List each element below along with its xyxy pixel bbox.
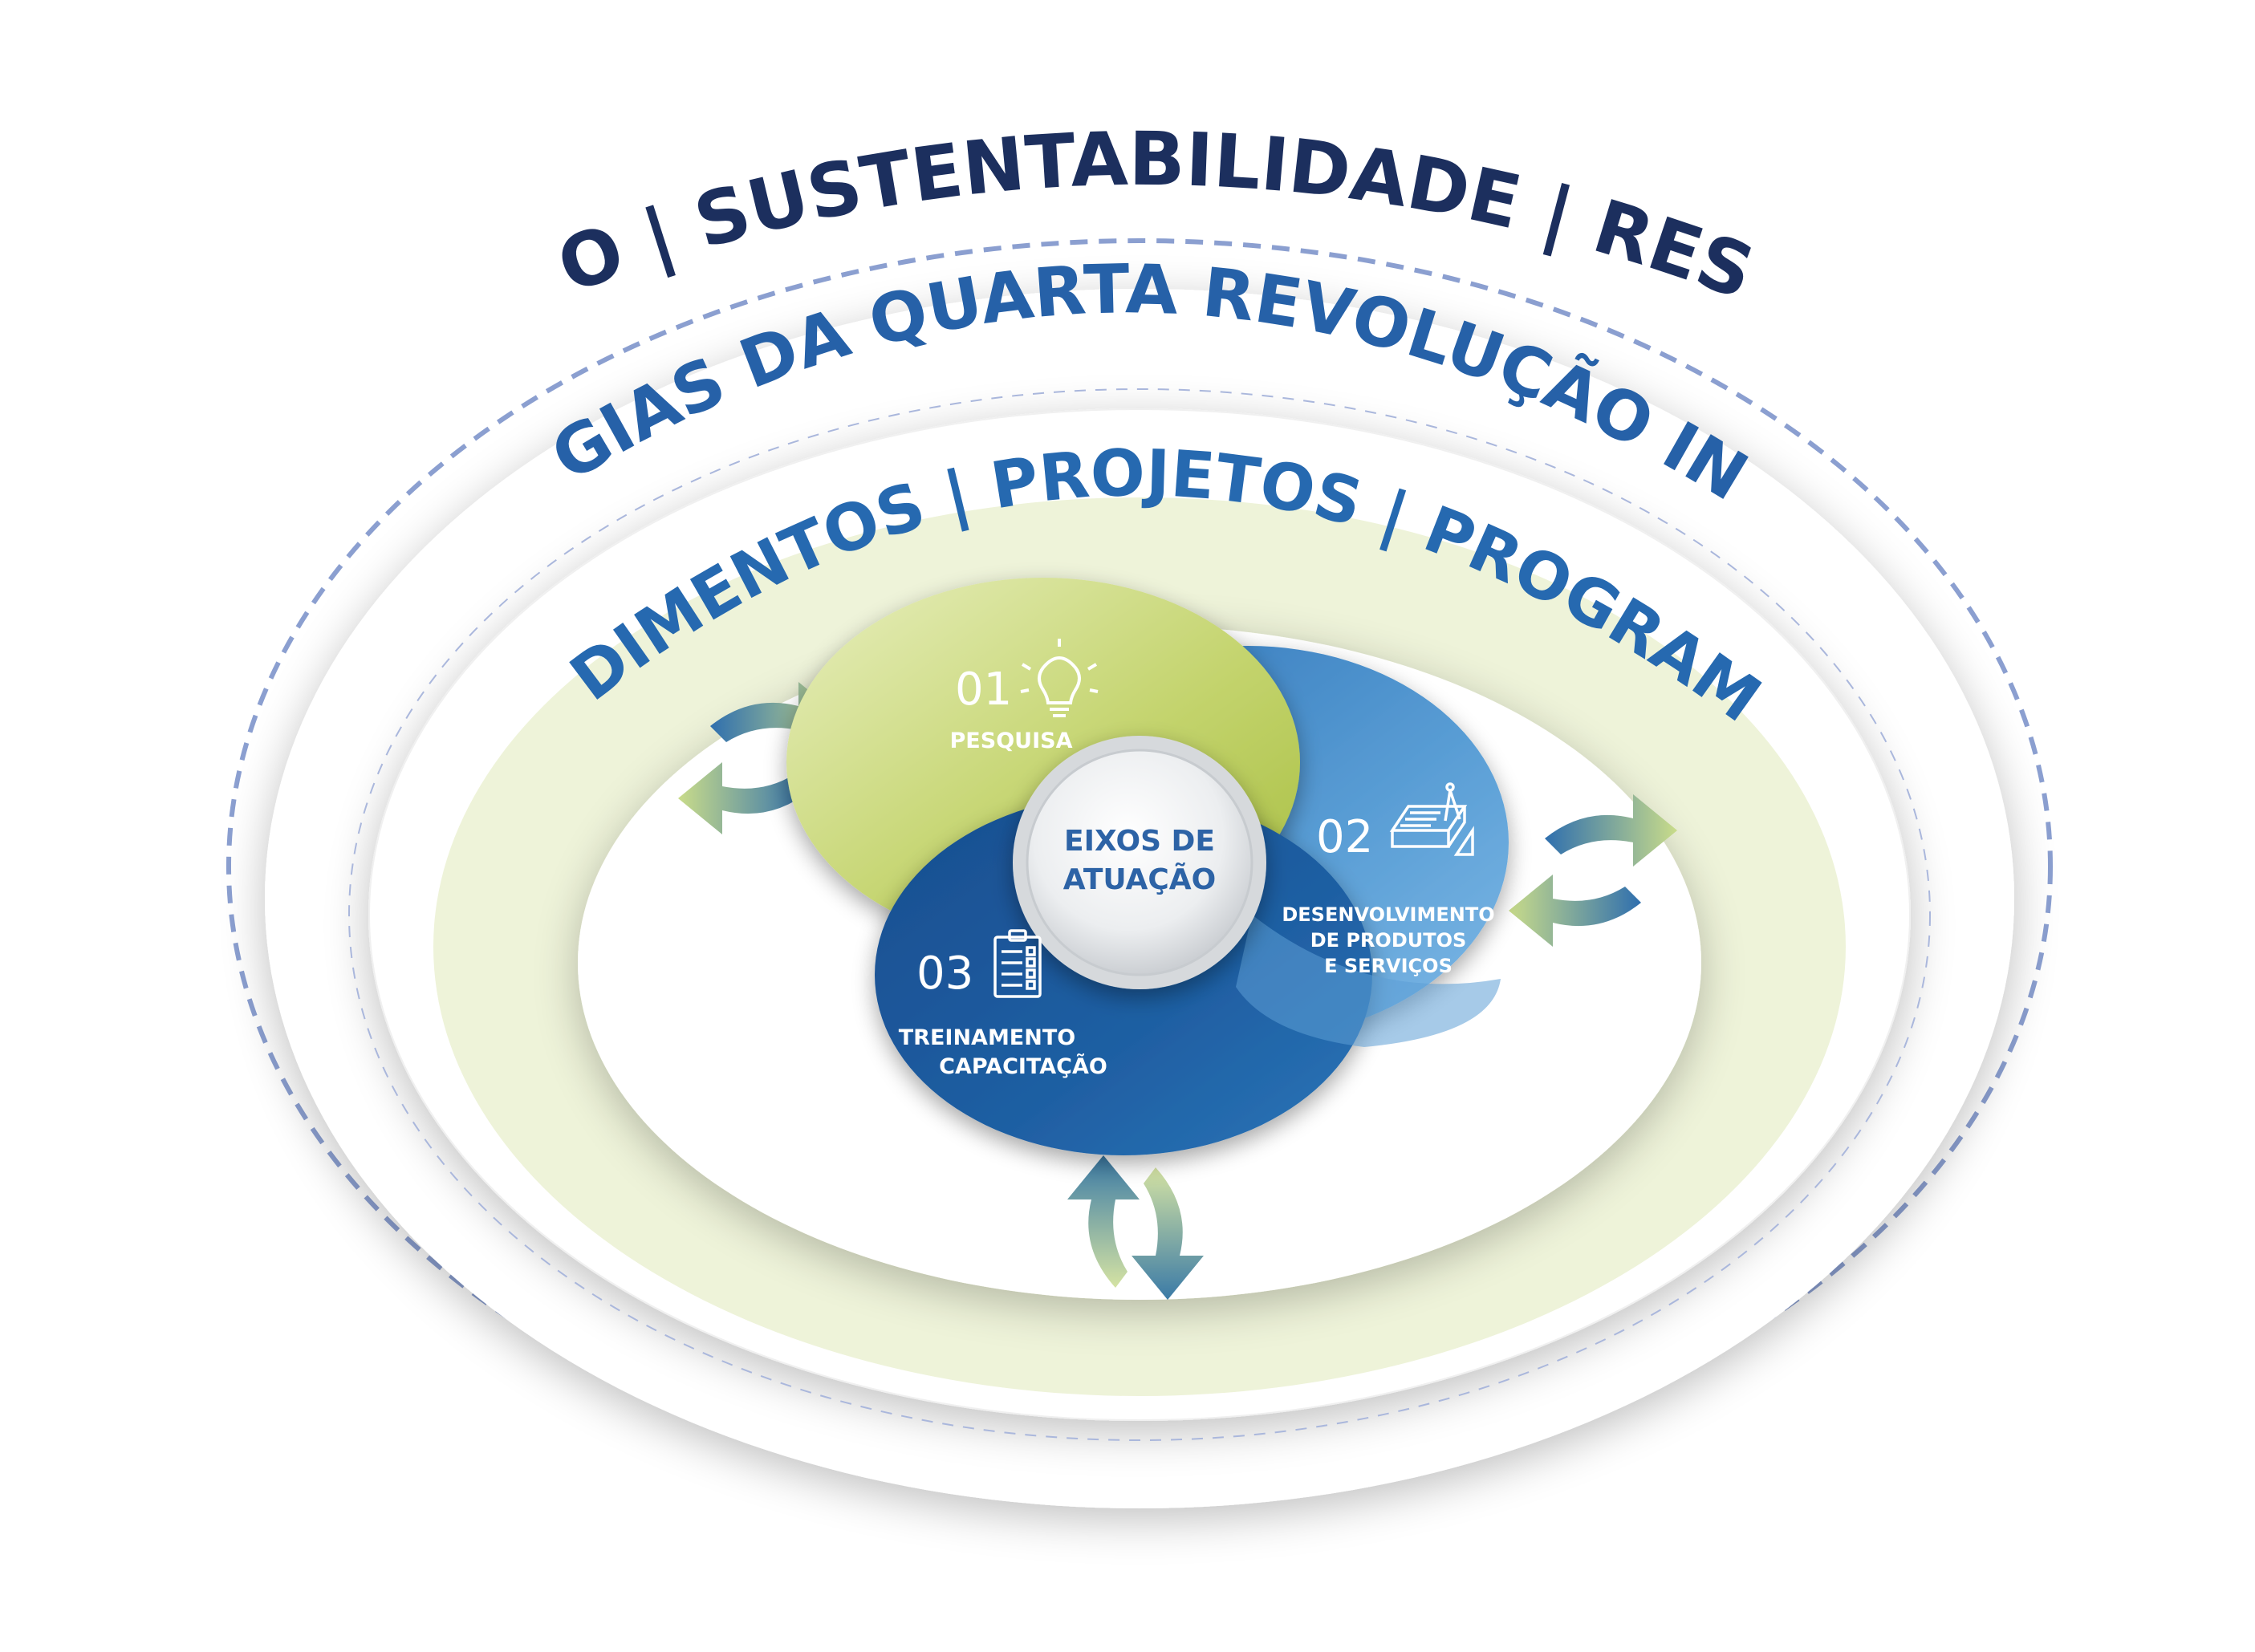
axis-01-group: 01 PESQUISA [950,639,1099,753]
axis-03-label-line1: TREINAMENTO [899,1025,1075,1050]
cycle-arrows-bottom-icon [1067,1155,1204,1300]
checklist-icon [993,929,1042,998]
axis-02-label-line1: DESENVOLVIMENTO [1282,903,1494,926]
axis-02-label-line2: DE PRODUTOS [1310,929,1467,952]
ring-text-outer: INOVAÇÃO | SUSTENTABILIDADE | RESILIÊNCI… [0,0,1765,316]
axis-03-label-line2: CAPACITAÇÃO [939,1053,1107,1079]
axis-03-group: 03 TREINAMENTO CAPACITAÇÃO [899,929,1107,1079]
center-hub: EIXOS DE ATUAÇÃO [1013,736,1266,989]
axis-01-number: 01 [955,664,1012,716]
cycle-arrows-right-icon [1509,794,1677,947]
axis-03-number: 03 [916,948,973,1000]
blueprint-icon [1389,782,1474,856]
axis-02-label-line3: E SERVIÇOS [1324,955,1453,977]
ring-text-outer-path: INOVAÇÃO | SUSTENTABILIDADE | RESILIÊNCI… [0,0,1765,316]
lightbulb-icon [1020,639,1099,717]
center-line1: EIXOS DE [1064,825,1215,858]
axis-01-label-line1: PESQUISA [950,729,1073,753]
middle-thin-dashed [348,388,1931,1441]
center-hub-inner [1026,749,1253,976]
petal-02-overlap [1236,915,1501,1047]
axis-02-number: 02 [1316,811,1373,863]
axis-02-group: 02 DESENVOLVIMENTO DE PRODUTOS E SERVIÇO… [1282,782,1495,977]
center-line2: ATUAÇÃO [1063,863,1217,896]
